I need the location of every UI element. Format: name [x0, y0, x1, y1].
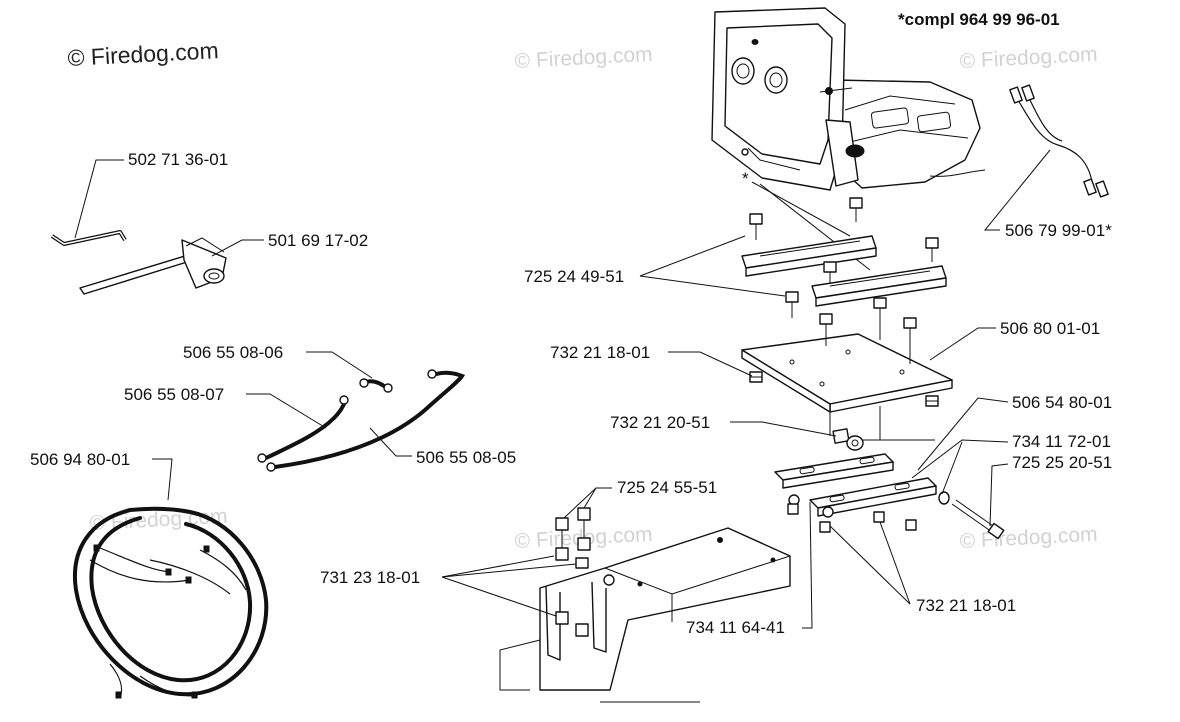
rail-screws-label: 725 24 49-51: [524, 267, 624, 286]
plate-nuts-illustration: [749, 371, 939, 440]
bracket-nuts-leader-2: [879, 521, 911, 605]
hex-key-label: 502 71 36-01: [128, 150, 228, 169]
seat-asterisk: *: [742, 169, 749, 188]
pin-leader-2: [941, 441, 963, 495]
cable-medium-label: 506 55 08-07: [124, 385, 224, 404]
frame-screws-leader-1: [583, 487, 612, 509]
base-plate-illustration: [741, 322, 953, 413]
socket-wrench-leader: [211, 239, 264, 257]
frame-screws-label: 725 24 55-51: [617, 478, 717, 497]
spacer-leader: [802, 501, 813, 629]
seat-illustration: [711, 7, 986, 191]
seat-leader-1: [751, 181, 851, 237]
watermark-main: © Firedog.com: [67, 37, 219, 71]
spacer-label: 734 11 64-41: [686, 618, 785, 637]
frame-nuts-leader-3: [441, 576, 557, 617]
watermark-top-right: © Firedog.com: [959, 43, 1098, 73]
long-bolt-label: 725 25 20-51: [1012, 453, 1112, 472]
long-bolt-illustration: [938, 491, 1005, 540]
plate-nuts-leader: [668, 351, 753, 377]
rail-screws-leader-2: [639, 275, 786, 297]
bracket-nuts-label: 732 21 18-01: [916, 596, 1016, 615]
harness-leader: [152, 458, 173, 501]
hex-key-illustration: [50, 230, 127, 246]
seat-cable-label: 506 79 99-01*: [1005, 221, 1112, 240]
frame-screws-leader-2: [563, 487, 597, 519]
seat-cable-leader: [983, 149, 1051, 231]
frame-nuts-leader-1: [441, 555, 555, 578]
long-bolt-leader: [989, 463, 1009, 527]
rails-illustration: [741, 235, 947, 307]
cable-medium-leader: [246, 393, 327, 429]
harness-illustration: [73, 506, 269, 699]
frame-illustration: [499, 527, 791, 703]
rail-screws-leader-1: [639, 235, 746, 277]
cable-long-leader: [369, 427, 412, 457]
bracket-nuts-leader-1: [829, 525, 911, 605]
watermark-top-center: © Firedog.com: [514, 43, 653, 73]
cables-illustration: [257, 369, 466, 472]
hex-key-leader: [74, 159, 124, 239]
rail-screws-illustration: [749, 197, 939, 342]
cable-long-label: 506 55 08-05: [416, 448, 516, 467]
harness-label: 506 94 80-01: [30, 450, 130, 469]
watermark-bottom-right: © Firedog.com: [959, 523, 1098, 553]
kit-note: *compl 964 99 96-01: [898, 10, 1060, 29]
washer-nut-label: 732 21 20-51: [610, 413, 710, 432]
base-plate-label: 506 80 01-01: [1000, 319, 1100, 338]
bracket-plate-label: 506 54 80-01: [1012, 393, 1112, 412]
socket-wrench-label: 501 69 17-02: [268, 231, 368, 250]
cable-short-leader: [306, 351, 373, 379]
cable-short-label: 506 55 08-06: [183, 343, 283, 362]
seat-cable-illustration: [1009, 84, 1109, 198]
base-plate-leader: [929, 327, 996, 361]
washer-nut-leader: [730, 421, 837, 437]
bracket-plate-leader: [917, 397, 1009, 471]
pin-label: 734 11 72-01: [1012, 432, 1111, 451]
bracket-plates-illustration: [774, 453, 937, 533]
frame-nuts-label: 731 23 18-01: [320, 568, 420, 587]
socket-wrench-illustration: [79, 237, 227, 295]
pin-leader-1: [911, 439, 1009, 479]
frame-nuts-leader-2: [441, 563, 577, 578]
washer-nut-illustration: [832, 428, 935, 451]
plate-nuts-label: 732 21 18-01: [550, 343, 650, 362]
